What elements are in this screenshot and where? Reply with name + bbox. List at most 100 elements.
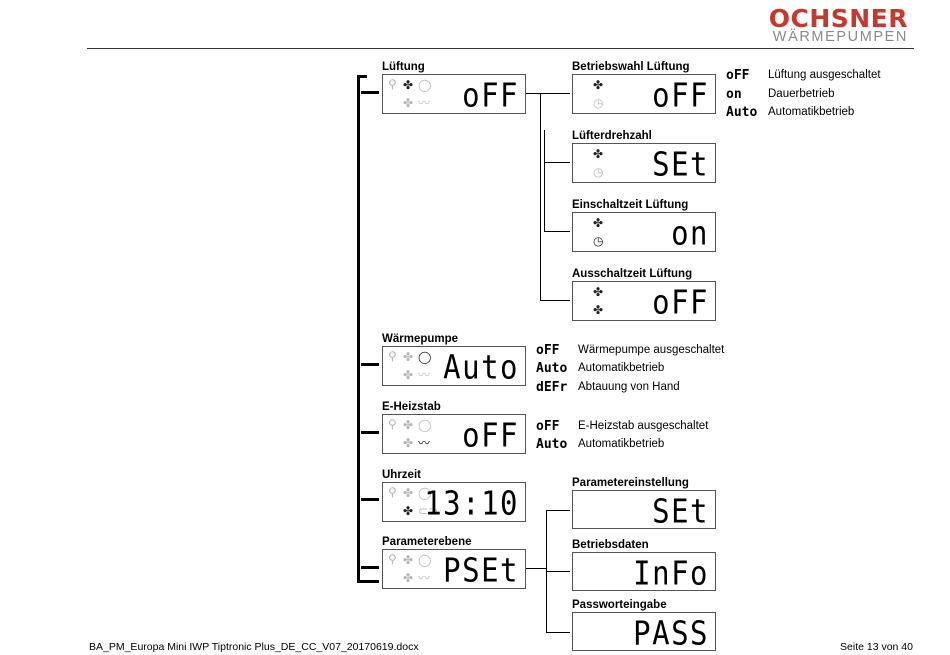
clock-icon: ◷ xyxy=(593,165,604,179)
fan-icon: ✤ xyxy=(593,78,604,92)
display-luefterdrehzahl[interactable]: ✤ ◷ SEt xyxy=(572,143,716,183)
fan-icon: ✤ xyxy=(403,486,414,500)
display-waermepumpe[interactable]: ⚲ ✤ ◯ ✤ 〰 Auto xyxy=(382,346,526,386)
legend-desc: Automatikbetrieb xyxy=(578,362,665,374)
heater-icon: 〰 xyxy=(418,96,431,110)
lueftung-sub-branch xyxy=(544,231,570,232)
param-sub-branch xyxy=(546,571,570,572)
sub-label-passworteingabe: Passworteingabe xyxy=(572,599,667,611)
display-parameterebene[interactable]: ⚲ ✤ ◯ ✤ 〰 PSEt xyxy=(382,549,526,589)
sub-label-luefterdrehzahl: Lüfterdrehzahl xyxy=(572,130,652,142)
fan-icon: ✤ xyxy=(403,96,414,110)
display-value: Auto xyxy=(443,347,519,387)
display-lueftung[interactable]: ⚲ ✤ ◯ ✤ 〰 oFF xyxy=(382,74,526,114)
shower-icon: ⚲ xyxy=(388,349,397,363)
main-label-uhrzeit: Uhrzeit xyxy=(382,469,421,481)
legend-desc: Automatikbetrieb xyxy=(768,106,855,118)
main-tree-branch xyxy=(357,75,367,78)
sub-label-einschaltzeit: Einschaltzeit Lüftung xyxy=(572,199,689,211)
main-tree-branch xyxy=(361,363,379,366)
display-value: oFF xyxy=(652,75,709,115)
legend-code: on xyxy=(726,87,742,102)
display-eheizstab[interactable]: ⚲ ✤ ◯ ✤ 〰 oFF xyxy=(382,414,526,454)
display-value: PASS xyxy=(633,613,709,653)
legend-desc: Wärmepumpe ausgeschaltet xyxy=(578,344,725,356)
display-uhrzeit[interactable]: ⚲ ✤ ◯ ✤ ⊂⊃ 13:10 xyxy=(382,482,526,522)
legend-desc: Abtauung von Hand xyxy=(578,381,680,393)
brand-logo: OCHSNER xyxy=(768,4,908,33)
lueftung-sub-branch xyxy=(540,300,570,301)
clock-icon: ◷ xyxy=(593,96,604,110)
footer-document-name: BA_PM_Europa Mini IWP Tiptronic Plus_DE_… xyxy=(89,641,419,653)
fan-icon: ✤ xyxy=(403,78,414,92)
heater-icon: 〰 xyxy=(418,571,431,585)
param-sub-branch xyxy=(546,632,570,633)
footer-page-number: Seite 13 von 40 xyxy=(840,641,913,653)
fan-icon: ✤ xyxy=(403,418,414,432)
display-value: oFF xyxy=(652,282,709,322)
legend-code: Auto xyxy=(536,361,568,376)
legend-code: oFF xyxy=(536,419,560,434)
legend-desc: Automatikbetrieb xyxy=(578,438,665,450)
fan-icon: ✤ xyxy=(403,571,414,585)
sub-label-betriebswahl: Betriebswahl Lüftung xyxy=(572,61,690,73)
fan-icon: ✤ xyxy=(403,504,414,518)
legend-code: oFF xyxy=(726,68,750,83)
fan-icon: ✤ xyxy=(593,216,604,230)
display-passworteingabe[interactable]: PASS xyxy=(572,612,716,651)
main-label-lueftung: Lüftung xyxy=(382,61,425,73)
display-value: InFo xyxy=(633,553,709,593)
legend-desc: Dauerbetrieb xyxy=(768,88,835,100)
lueftung-sub-connector xyxy=(526,93,570,94)
brand-subtitle: WÄRMEPUMPEN xyxy=(772,29,908,45)
display-value: 13:10 xyxy=(424,483,519,523)
heater-icon: ⊂⊃ xyxy=(418,504,439,518)
circle-icon: ◯ xyxy=(418,350,432,364)
sub-label-ausschaltzeit: Ausschaltzeit Lüftung xyxy=(572,268,693,280)
display-ausschaltzeit[interactable]: ✤ ✤ oFF xyxy=(572,281,716,321)
clock-icon: ◷ xyxy=(593,234,604,248)
fan-icon: ✤ xyxy=(593,285,604,299)
main-tree-trunk xyxy=(357,75,360,583)
shower-icon: ⚲ xyxy=(388,77,397,91)
main-label-waermepumpe: Wärmepumpe xyxy=(382,333,459,345)
display-value: PSEt xyxy=(443,550,519,590)
circle-icon: ◯ xyxy=(418,418,432,432)
main-tree-branch xyxy=(361,498,379,501)
display-parametereinstellung[interactable]: SEt xyxy=(572,490,716,529)
param-sub-branch xyxy=(546,510,570,511)
display-betriebswahl[interactable]: ✤ ◷ oFF xyxy=(572,74,716,114)
legend-code: Auto xyxy=(536,437,568,452)
legend-code: dEFr xyxy=(536,380,568,395)
main-tree-branch xyxy=(361,91,379,94)
heater-icon: 〰 xyxy=(418,368,431,382)
sub-label-betriebsdaten: Betriebsdaten xyxy=(572,539,649,551)
lueftung-sub-branch xyxy=(544,162,570,163)
shower-icon: ⚲ xyxy=(388,417,397,431)
legend-code: oFF xyxy=(536,343,560,358)
fan-icon: ✤ xyxy=(403,368,414,382)
display-value: oFF xyxy=(462,415,519,455)
main-tree-branch xyxy=(357,580,379,583)
lueftung-sub-inner xyxy=(544,130,545,231)
param-sub-connector xyxy=(526,568,546,569)
fan-icon: ✤ xyxy=(593,147,604,161)
fan-icon: ✤ xyxy=(403,350,414,364)
lueftung-sub-trunk xyxy=(540,93,541,300)
shower-icon: ⚲ xyxy=(388,485,397,499)
legend-desc: Lüftung ausgeschaltet xyxy=(768,69,881,81)
legend-code: Auto xyxy=(726,105,758,120)
display-betriebsdaten[interactable]: InFo xyxy=(572,552,716,591)
circle-icon: ◯ xyxy=(418,486,432,500)
shower-icon: ⚲ xyxy=(388,552,397,566)
fan-icon: ✤ xyxy=(403,553,414,567)
display-value: SEt xyxy=(652,144,709,184)
heater-icon: 〰 xyxy=(418,436,431,450)
display-value: oFF xyxy=(462,75,519,115)
sub-label-parametereinstellung: Parametereinstellung xyxy=(572,477,689,489)
display-einschaltzeit[interactable]: ✤ ◷ on xyxy=(572,212,716,252)
main-label-parameterebene: Parameterebene xyxy=(382,536,472,548)
circle-icon: ◯ xyxy=(418,553,432,567)
main-tree-branch xyxy=(361,431,379,434)
fan-icon: ✤ xyxy=(593,303,604,317)
